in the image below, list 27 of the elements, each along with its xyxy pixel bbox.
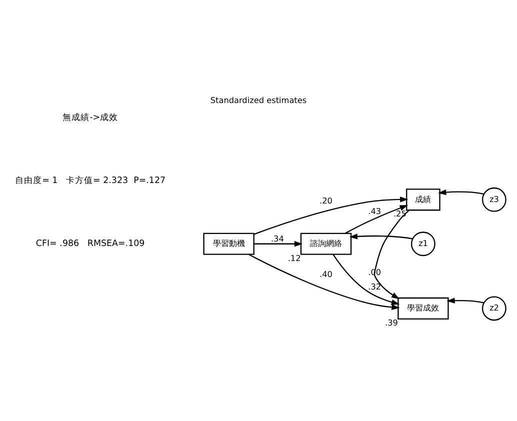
- label: CFI= .986 RMSEA=.109: [36, 238, 145, 248]
- arrow: [446, 297, 484, 303]
- edge-label: .20: [320, 194, 332, 205]
- arrow: [332, 254, 400, 304]
- edge-label: .43: [368, 205, 382, 216]
- node-label: .12: [288, 252, 301, 262]
- diagram-title: Standardized estimates: [210, 94, 307, 105]
- node-circle: z3: [482, 186, 506, 212]
- label: 自由度= 1 卡方值= 2.323 P=.127: [15, 176, 166, 186]
- arrow: [438, 188, 484, 195]
- node-circle: z1: [410, 231, 436, 256]
- arrow: [349, 233, 413, 239]
- edge-label: .34: [270, 233, 284, 244]
- arrow: [254, 196, 408, 234]
- edge-label: .32: [368, 280, 382, 291]
- arrow: [248, 253, 400, 310]
- node-box: 諮詢網絡: [300, 232, 352, 254]
- node-circle: z2: [482, 296, 506, 320]
- node-box: 成績: [406, 188, 440, 210]
- node-label: .39: [385, 316, 398, 327]
- node-box: 學習動機: [203, 232, 254, 254]
- arrow: [254, 240, 303, 246]
- arrow: [374, 209, 410, 299]
- arrow: [345, 204, 408, 234]
- edge-label: .40: [320, 268, 332, 279]
- node-box: 學習成效: [398, 296, 449, 320]
- label: 無成績->成效: [62, 112, 118, 123]
